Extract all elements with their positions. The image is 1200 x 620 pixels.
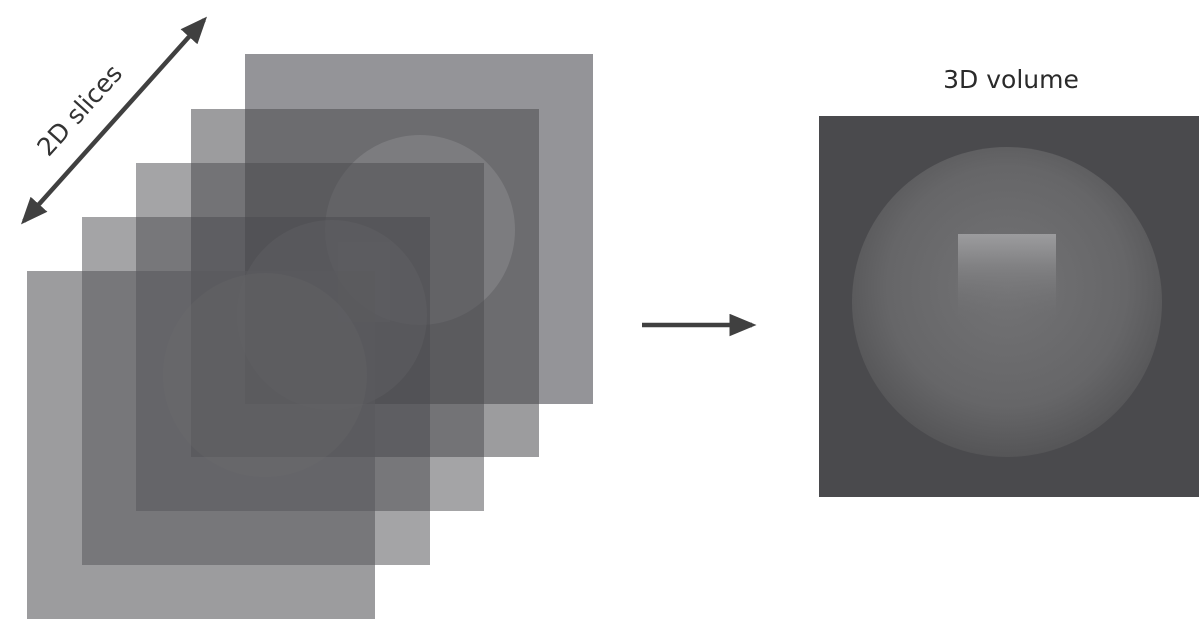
volume-title: 3D volume	[943, 65, 1079, 94]
slice-1	[27, 271, 375, 619]
slice-stack	[27, 54, 593, 619]
volume-cube	[958, 234, 1056, 322]
slices-label: 2D slices	[31, 59, 128, 162]
slices-double-arrow	[20, 16, 208, 225]
volume-panel	[819, 116, 1199, 497]
